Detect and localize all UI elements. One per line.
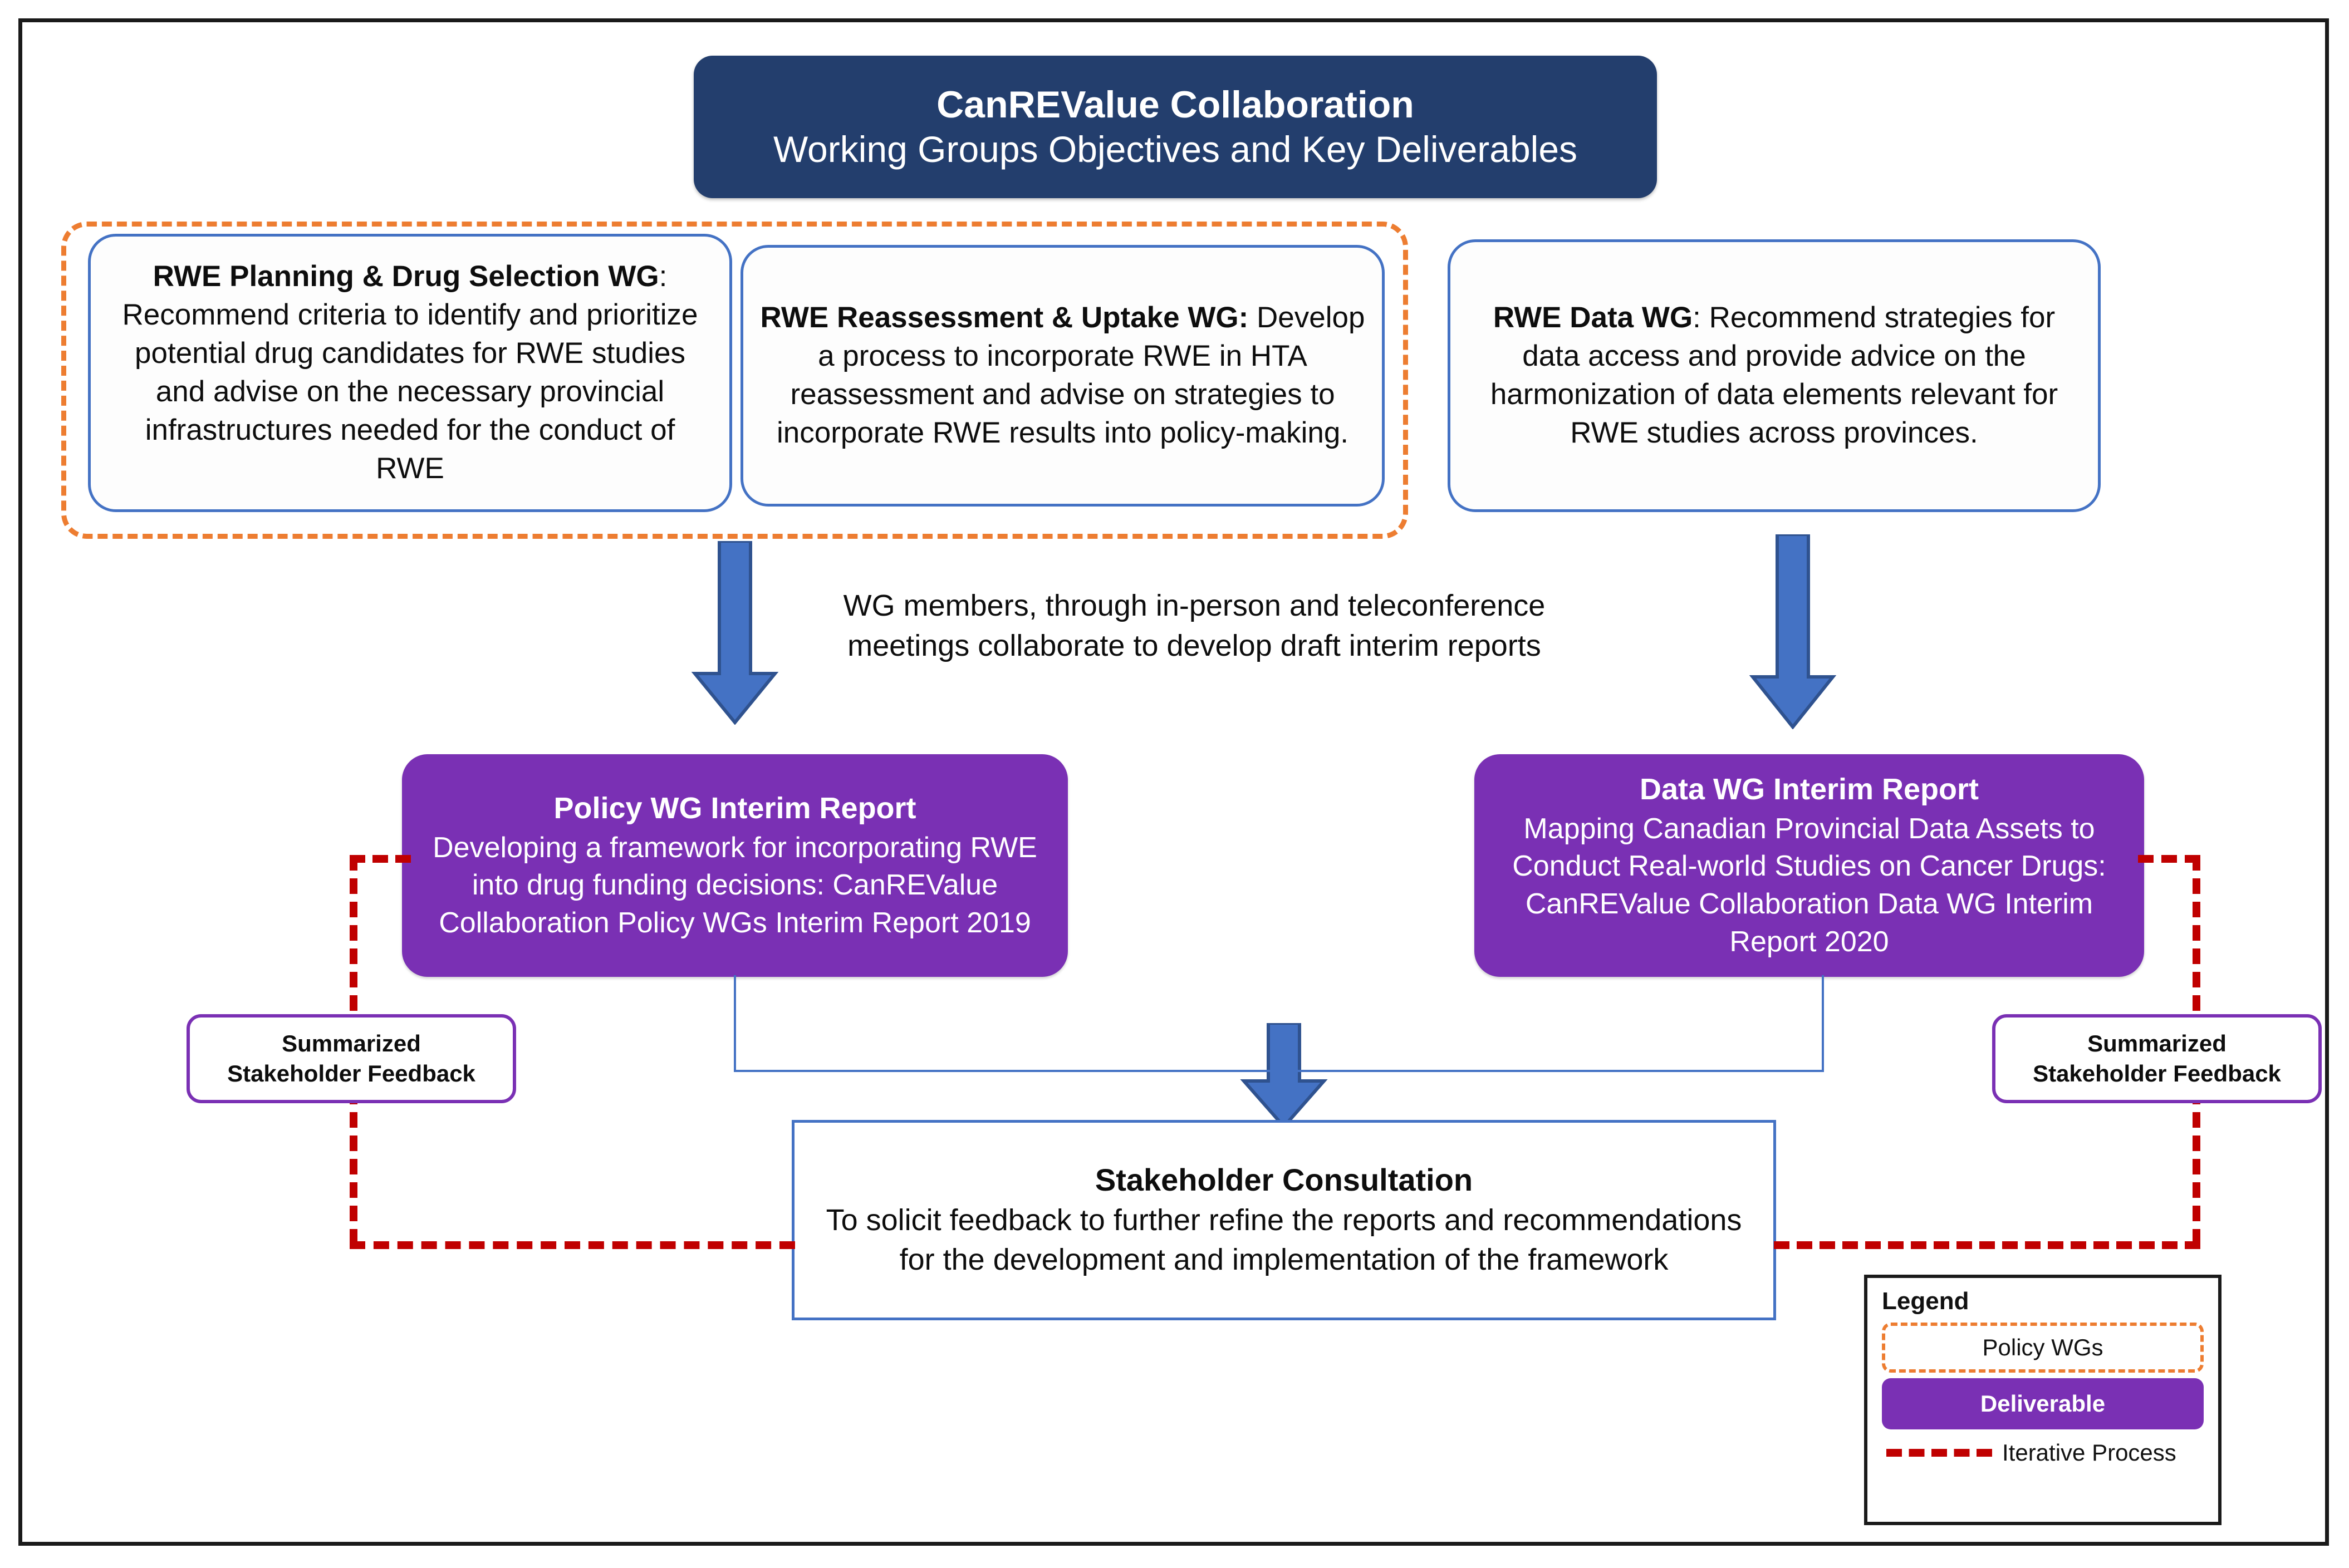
deliverable-policy-wg-interim-report: Policy WG Interim Report Developing a fr…: [402, 754, 1068, 977]
wg-box-data-text: RWE Data WG: Recommend strategies for da…: [1467, 299, 2081, 453]
deliverable-data-body: Mapping Canadian Provincial Data Assets …: [1512, 812, 2106, 958]
diagram-title-box: CanREValue Collaboration Working Groups …: [694, 56, 1657, 198]
connector-data-down: [1822, 975, 1824, 1071]
summarized-stakeholder-feedback-right: Summarized Stakeholder Feedback: [1992, 1014, 2322, 1103]
page-subtitle: Working Groups Objectives and Key Delive…: [773, 128, 1578, 170]
wg-box-planning-colon: :: [659, 260, 668, 293]
policy-wgs-group-outline: [61, 222, 1408, 539]
deliverable-data-title: Data WG Interim Report: [1639, 772, 1979, 806]
legend-item-deliverable: Deliverable: [1882, 1378, 2204, 1430]
legend-box: Legend Policy WGs Deliverable Iterative …: [1864, 1275, 2222, 1525]
deliverable-policy-body: Developing a framework for incorporating…: [433, 831, 1037, 939]
legend-deliverable-label: Deliverable: [1980, 1390, 2106, 1417]
wg-box-data-body: Recommend strategies for data access and…: [1490, 301, 2058, 449]
wg-box-planning-heading: RWE Planning & Drug Selection WG: [153, 260, 659, 293]
iterative-path-left-top: [350, 855, 411, 863]
wg-box-planning-body: Recommend criteria to identify and prior…: [122, 298, 698, 485]
arrow-down-to-stakeholder-consultation: [1239, 1023, 1328, 1129]
feedback-right-line2: Stakeholder Feedback: [2033, 1060, 2281, 1087]
wg-box-reassessment-heading: RWE Reassessment & Uptake WG:: [760, 301, 1249, 335]
connector-horizontal-join: [734, 1070, 1824, 1072]
collaboration-note: WG members, through in-person and teleco…: [843, 589, 1546, 662]
feedback-right-line1: Summarized: [2087, 1030, 2227, 1057]
legend-policy-label: Policy WGs: [1982, 1334, 2103, 1361]
connector-policy-down: [734, 975, 736, 1071]
wg-box-rwe-data: RWE Data WG: Recommend strategies for da…: [1448, 239, 2101, 512]
legend-item-iterative-process: Iterative Process: [1882, 1439, 2204, 1466]
legend-item-policy-wgs: Policy WGs: [1882, 1323, 2204, 1373]
iterative-path-left-bottom: [350, 1241, 795, 1249]
legend-title: Legend: [1882, 1287, 1969, 1315]
wg-box-reassessment-uptake: RWE Reassessment & Uptake WG: Develop a …: [741, 245, 1385, 507]
feedback-left-line1: Summarized: [282, 1030, 421, 1057]
summarized-stakeholder-feedback-left: Summarized Stakeholder Feedback: [187, 1014, 516, 1103]
wg-box-planning-drug-selection: RWE Planning & Drug Selection WG: Recomm…: [88, 234, 732, 512]
feedback-left-line2: Stakeholder Feedback: [227, 1060, 475, 1087]
wg-box-planning-text: RWE Planning & Drug Selection WG: Recomm…: [107, 258, 713, 488]
wg-box-reassessment-text: RWE Reassessment & Uptake WG: Develop a …: [760, 299, 1365, 453]
deliverable-data-wg-interim-report: Data WG Interim Report Mapping Canadian …: [1474, 754, 2144, 977]
arrow-down-data-to-report: [1748, 534, 1837, 729]
iterative-path-right-top: [2138, 855, 2200, 863]
stakeholder-consultation-body: To solicit feedback to further refine th…: [826, 1203, 1742, 1277]
wg-box-data-heading: RWE Data WG: [1493, 301, 1693, 335]
stakeholder-consultation-title: Stakeholder Consultation: [1095, 1162, 1473, 1197]
arrow-down-policy-to-report: [690, 541, 779, 725]
legend-dashed-line-swatch: [1886, 1449, 1992, 1457]
wg-box-data-colon: :: [1693, 301, 1701, 335]
iterative-path-right-bottom: [1774, 1241, 2200, 1249]
legend-iterative-label: Iterative Process: [2002, 1439, 2176, 1466]
stakeholder-consultation-box: Stakeholder Consultation To solicit feed…: [792, 1120, 1776, 1320]
deliverable-policy-title: Policy WG Interim Report: [553, 791, 916, 825]
wg-box-reassessment-body: Develop a process to incorporate RWE in …: [776, 301, 1365, 449]
page-title: CanREValue Collaboration: [936, 83, 1414, 126]
